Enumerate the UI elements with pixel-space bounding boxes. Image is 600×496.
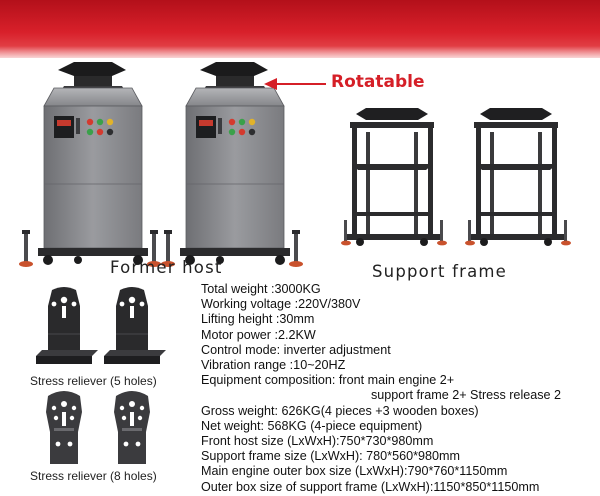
spec-item: Gross weight: 626KG(4 pieces +3 wooden b… [201,403,479,418]
spec-item: Working voltage :220V/380V [201,297,361,312]
host-machine-right-icon [160,61,304,268]
stress-reliever-8-left-icon [46,391,82,464]
stress-reliever-5-right-icon [103,286,167,365]
spec-item: support frame 2+ Stress release 2 [371,388,562,403]
stress-reliever-5-caption: Stress reliever (5 holes) [30,374,157,388]
arrow-left-icon [264,78,326,90]
spec-item: Main engine outer box size (LxWxH):790*7… [201,464,508,479]
spec-item: Front host size (LxWxH):750*730*980mm [201,434,434,449]
spec-item: Total weight :3000KG [201,282,321,296]
host-machine-left-icon [18,61,162,268]
rotatable-label: Rotatable [331,72,425,92]
stress-reliever-8-caption: Stress reliever (8 holes) [30,469,157,483]
support-frame-caption: Support frame [372,262,507,281]
support-frame-left-icon [341,108,447,246]
spec-item: Outer box size of support frame (LxWxH):… [201,479,540,494]
support-frame-right-icon [465,108,571,246]
header-banner-fade [0,46,600,62]
stress-reliever-5-left-icon [35,286,99,365]
stress-reliever-8-right-icon [114,391,150,464]
spec-item: Support frame size (LxWxH): 780*560*980m… [201,449,460,464]
spec-item: Lifting height :30mm [201,312,315,327]
former-host-caption: Former host [110,258,223,277]
spec-item: Vibration range :10~20HZ [201,358,346,373]
spec-list: Total weight :3000KG Working voltage :22… [201,282,596,495]
spec-item: Net weight: 568KG (4-piece equipment) [201,418,423,433]
spec-item: Equipment composition: front main engine… [201,373,455,388]
spec-item: Motor power :2.2KW [201,327,316,342]
spec-item: Control mode: inverter adjustment [201,342,391,357]
